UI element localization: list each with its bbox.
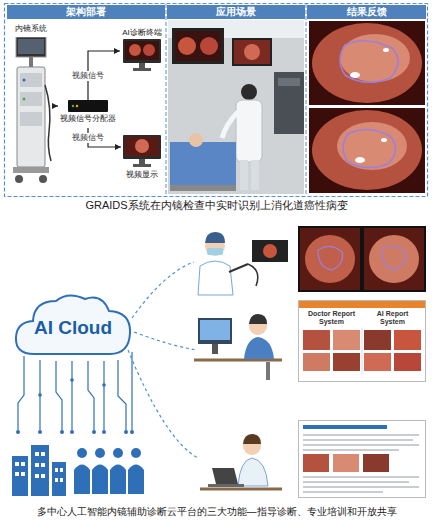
monitor [120, 39, 164, 71]
screen-header-bar [299, 301, 425, 308]
document-screenshot [299, 421, 426, 498]
circuit-lines [18, 352, 132, 430]
doctor-figure [198, 232, 288, 295]
monitor [121, 135, 163, 167]
column-header: 结果反馈 [307, 5, 426, 19]
figure-caption: 多中心人工智能内镜辅助诊断云平台的三大功能—指导诊断、专业培训和开放共享 [4, 506, 429, 518]
device-label: 内镜系统 [9, 23, 53, 34]
figure-caption: GRAIDS系统在内镜检查中实时识别上消化道癌性病变 [0, 198, 433, 212]
column-panel: 结果反馈 [307, 5, 426, 195]
ai-cloud: AI Cloud [12, 290, 134, 362]
room-photo [168, 20, 304, 194]
display-monitor: 视频显示 [121, 135, 163, 181]
device-label: 视频显示 [121, 169, 163, 180]
ai-terminal: AI诊断终端 [120, 27, 164, 73]
endoscope-tower [9, 37, 53, 187]
column-panel: 架构部署内镜系统视频信号分配器 AI诊断终端视频显示 [7, 5, 165, 195]
circuit-dots [16, 378, 134, 434]
signal-arrow [53, 105, 58, 106]
endoscopy-screenshot [298, 226, 426, 292]
screen-heading: AI Report System [362, 310, 423, 326]
signal-label: 视频信号 [71, 71, 105, 81]
splitter-box [58, 100, 118, 113]
signal-label: 视频信号 [71, 133, 105, 143]
column-header: 应用场景 [167, 5, 305, 19]
trainee-figure [194, 314, 282, 380]
device-label: AI诊断终端 [120, 27, 164, 38]
screen-heading: Doctor Report System [301, 310, 362, 326]
column-header: 架构部署 [7, 5, 165, 19]
report-screen: Doctor Report SystemAI Report System [298, 300, 426, 382]
device-label: 视频信号分配器 [58, 114, 118, 124]
report-thumbnails [300, 328, 424, 374]
people-icons [74, 448, 144, 494]
endoscope-system: 内镜系统 [9, 23, 53, 191]
sharing-figure [200, 434, 282, 489]
column-panel: 应用场景 [167, 5, 305, 195]
screen-columns: Doctor Report SystemAI Report System [299, 308, 425, 327]
signal-splitter: 视频信号分配器 [58, 100, 118, 128]
endoscopic-image [309, 108, 425, 193]
dashed-link [128, 262, 198, 458]
endoscopic-image [309, 21, 425, 105]
hospital-icons [12, 445, 66, 496]
dashed-frame [5, 4, 428, 197]
column-divider [166, 4, 167, 196]
cloud-label: AI Cloud [12, 290, 134, 366]
column-divider [306, 4, 307, 196]
